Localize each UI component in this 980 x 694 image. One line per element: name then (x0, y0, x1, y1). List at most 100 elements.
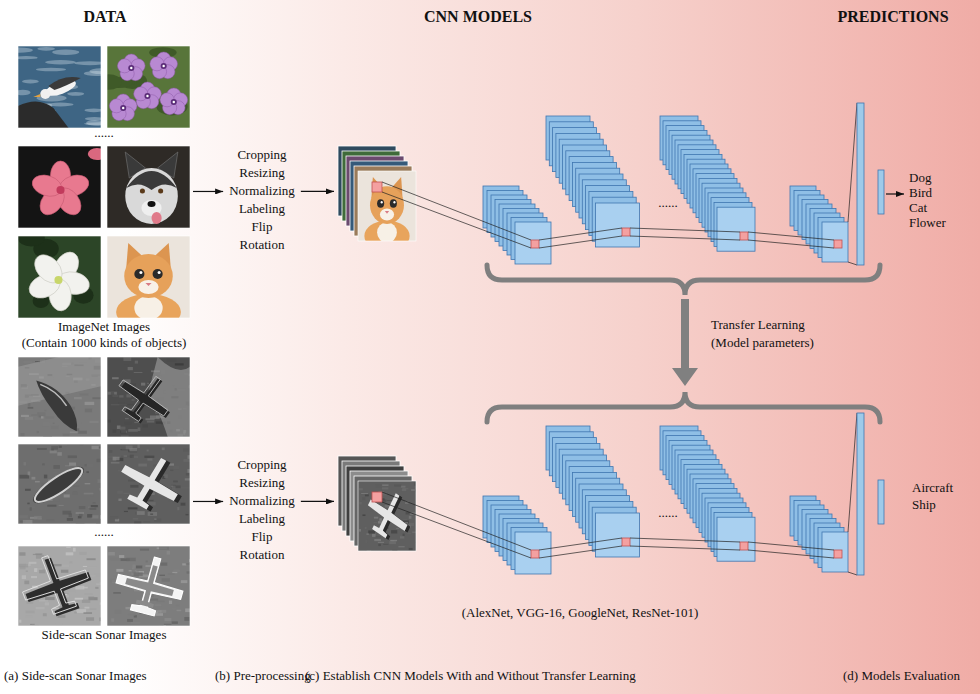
label-anchor: Normalizing (229, 184, 295, 199)
sonar-texture (365, 494, 369, 496)
sonar-texture (51, 426, 59, 429)
sonar-texture (365, 540, 367, 543)
sonar-texture (45, 416, 54, 418)
sonar-texture (159, 546, 169, 549)
aircraft-shape (108, 363, 180, 431)
sonar-texture (68, 590, 76, 592)
sonar-texture (36, 555, 44, 559)
photo-shape (122, 107, 124, 109)
photo-shape (385, 211, 389, 214)
photo-frame (107, 357, 190, 437)
photo-shape (377, 222, 397, 241)
sonar-texture (128, 507, 138, 509)
sonar-texture (124, 365, 129, 367)
sonar-texture (47, 505, 56, 507)
sonar-texture (407, 533, 411, 534)
sonar-texture (58, 615, 66, 618)
flow-arrow (886, 193, 904, 194)
sonar-texture (99, 488, 101, 491)
receptive-field (834, 240, 842, 248)
sonar-texture (400, 536, 404, 538)
label-anchor: ...... (658, 506, 678, 521)
feature-map (515, 532, 551, 574)
sonar-texture (401, 486, 406, 488)
photo-frame (358, 171, 416, 241)
sonar-texture (127, 619, 133, 622)
sonar-texture (118, 499, 121, 501)
aircraft-shape (111, 445, 190, 519)
label-anchor: PREDICTIONS (837, 8, 948, 26)
sonar-texture (148, 512, 157, 516)
flow-arrow (301, 501, 334, 502)
sonar-texture (36, 607, 45, 609)
sonar-texture (124, 422, 131, 425)
label-anchor: CNN MODELS (424, 8, 532, 26)
sonar-texture (162, 578, 170, 582)
kernel-line (539, 228, 622, 240)
photo-content (358, 481, 416, 551)
dataset-label: ImageNet Images (58, 320, 150, 335)
kernel-line (539, 236, 622, 248)
preprocessing-step: Cropping (237, 458, 286, 473)
sonar-texture (123, 493, 129, 494)
sonar-texture (72, 491, 77, 494)
kernel-line (382, 492, 531, 550)
photo-shape (173, 101, 175, 103)
photo-shape (22, 79, 39, 83)
photo (107, 146, 190, 228)
aircraft-shape (360, 482, 415, 547)
kernel-line (748, 542, 834, 550)
sonar-texture (42, 463, 45, 465)
photo-frame (18, 236, 101, 318)
sonar-texture (110, 579, 116, 583)
photo-ground (107, 357, 190, 437)
photo-shape (18, 236, 45, 246)
photo-shape (74, 61, 101, 65)
photo-ground (107, 546, 190, 626)
photo-shape (120, 105, 126, 111)
sonar-texture (389, 541, 396, 544)
photo-shape (33, 94, 40, 97)
sonar-texture (74, 612, 77, 614)
sonar-texture (111, 404, 120, 405)
label-anchor: (d) Models Evaluation (843, 669, 960, 684)
photo-ground (358, 481, 416, 551)
photo-frame (18, 546, 101, 626)
column-heading: PREDICTIONS (837, 8, 948, 26)
sonar-texture (409, 548, 413, 550)
photo-shape (18, 101, 69, 128)
ellipsis: ...... (658, 506, 678, 521)
sonar-texture (141, 383, 145, 386)
photo-shape (393, 201, 395, 204)
sonar-texture (182, 563, 186, 565)
photo-content (18, 146, 101, 228)
column-heading: CNN MODELS (424, 8, 532, 26)
sonar-texture (183, 448, 190, 451)
photo-shape (31, 463, 87, 507)
photo-shape (381, 201, 383, 204)
kernel-line (748, 240, 834, 248)
stage-caption: (c) Establish CNN Models With and Withou… (305, 669, 636, 684)
label-anchor: Resizing (239, 476, 285, 491)
aircraft-shape (110, 365, 182, 433)
sonar-texture (187, 511, 190, 513)
sonar-texture (69, 522, 71, 524)
receptive-field (622, 538, 630, 546)
sonar-texture (35, 481, 40, 483)
label-anchor: Side-scan Sonar Images (42, 628, 167, 643)
preprocessing-step: Normalizing (229, 184, 295, 199)
sonar-texture (88, 567, 97, 568)
sonar-texture (91, 515, 98, 518)
sonar-texture (187, 469, 190, 473)
receptive-field (372, 492, 382, 502)
sonar-texture (85, 408, 92, 412)
sonar-texture (85, 402, 95, 405)
photo-shape (84, 122, 101, 125)
sonar-texture (112, 395, 118, 397)
sonar-texture (97, 479, 101, 483)
sonar-texture (107, 420, 110, 423)
imagenet-images (5, 46, 190, 330)
sonar-texture (186, 563, 190, 564)
sonar-texture (84, 464, 86, 466)
